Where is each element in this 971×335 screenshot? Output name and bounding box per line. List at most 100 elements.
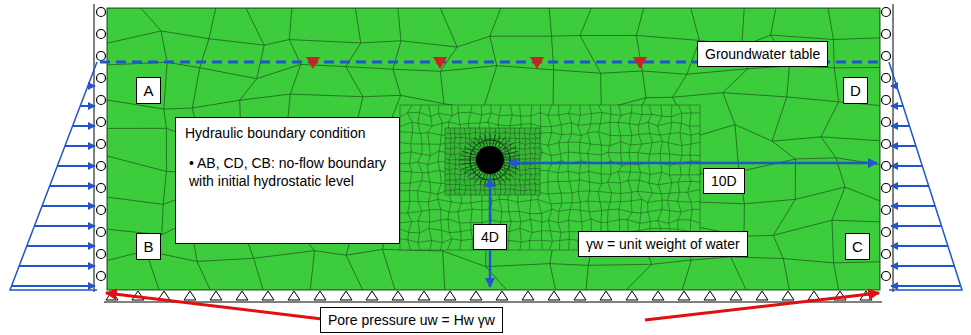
mesh-line	[445, 189, 540, 191]
mesh-line	[502, 167, 516, 173]
mesh-line	[400, 219, 700, 223]
mesh-line	[464, 147, 478, 153]
roller-support	[882, 140, 891, 149]
box-text: Hydraulic boundary condition	[185, 124, 390, 142]
roller-support	[882, 250, 891, 259]
mesh-line	[107, 249, 880, 266]
mesh-line	[471, 171, 481, 180]
box-text: A	[143, 82, 154, 99]
mesh-line	[618, 105, 623, 250]
roller-support	[882, 96, 891, 105]
box-text: D	[850, 82, 861, 99]
roller-support	[97, 8, 106, 17]
mesh-line	[459, 128, 461, 195]
mesh-line	[504, 160, 520, 161]
pin-support	[548, 291, 560, 300]
mesh-line	[438, 105, 443, 250]
mesh-line	[514, 128, 516, 195]
mesh-line	[454, 128, 456, 195]
mesh-line	[529, 128, 531, 195]
corner-label: C	[845, 233, 870, 260]
mesh-line	[400, 112, 700, 116]
box-text: C	[852, 238, 863, 255]
pressure-arrow	[891, 105, 903, 107]
mesh-line	[700, 105, 701, 250]
pin-support	[314, 291, 326, 300]
support-line	[893, 4, 894, 292]
box-body: • AB, CD, CB: no-flow boundary with init…	[185, 154, 390, 190]
mesh-zone	[400, 105, 700, 250]
water-table-label: Groundwater table	[697, 41, 828, 67]
mesh-line	[658, 105, 663, 250]
mesh-line	[460, 162, 476, 164]
pressure-arrow	[891, 165, 922, 167]
mesh-line	[107, 8, 880, 9]
mesh-line	[628, 105, 632, 250]
pin-support	[704, 291, 716, 300]
roller-support	[97, 118, 106, 127]
pin-support	[184, 291, 196, 300]
pressure-arrow	[891, 145, 916, 147]
water-table-markers	[306, 57, 647, 69]
mesh-lines	[107, 8, 880, 290]
support-line	[94, 4, 95, 292]
mesh-line	[418, 105, 423, 250]
mesh-line	[880, 8, 881, 290]
mesh-line	[688, 105, 693, 250]
mesh-line	[445, 128, 446, 195]
leader-arrow	[645, 293, 879, 320]
pin-support	[652, 291, 664, 300]
pressure-arrow	[891, 245, 948, 247]
roller-support	[882, 162, 891, 171]
box-text: Groundwater table	[705, 46, 820, 62]
pressure-arrow	[42, 205, 95, 207]
corner-label: D	[843, 77, 868, 104]
box-text: 4D	[481, 229, 499, 245]
mesh-line	[445, 142, 540, 144]
dimension-label: 10D	[703, 168, 745, 194]
mesh-line	[445, 137, 540, 139]
pressure-arrow	[891, 265, 954, 267]
pin-support	[470, 291, 482, 300]
corner-label: B	[136, 233, 161, 260]
mesh-line	[524, 128, 525, 195]
pin-support	[626, 291, 638, 300]
mesh-line	[608, 105, 612, 250]
roller-support	[97, 272, 106, 281]
roller-support	[882, 8, 891, 17]
ground-line	[104, 302, 882, 303]
dimension-label: 4D	[473, 224, 507, 250]
pressure-arrow	[12, 285, 95, 287]
mesh-line	[428, 105, 433, 250]
mesh-line	[568, 105, 572, 250]
pressure-arrow	[19, 265, 95, 267]
note-box: γw = unit weight of water	[578, 231, 748, 257]
pressure-arrow	[891, 285, 961, 287]
pressure-arrow	[891, 85, 897, 87]
boundary-supports	[94, 4, 893, 302]
roller-support	[97, 206, 106, 215]
pressure-arrow	[891, 125, 909, 127]
roller-support	[97, 74, 106, 83]
box-text: B	[143, 238, 154, 255]
pin-support	[418, 291, 430, 300]
pin-support	[756, 291, 768, 300]
mesh-line	[107, 8, 108, 290]
pin-support	[210, 291, 222, 300]
mesh-line	[540, 128, 541, 195]
mesh-line	[548, 105, 553, 250]
box-text: γw = unit weight of water	[586, 236, 740, 252]
pin-support	[782, 291, 794, 300]
mesh-line	[499, 171, 509, 180]
pin-support	[236, 291, 248, 300]
roller-support	[97, 184, 106, 193]
roller-support	[882, 74, 891, 83]
mesh-line	[497, 137, 505, 147]
mesh-line	[460, 160, 476, 161]
roller-support	[882, 272, 891, 281]
tunnel-opening	[476, 146, 504, 174]
roller-support	[882, 118, 891, 127]
pressure-arrow	[65, 145, 95, 147]
mesh-line	[668, 105, 673, 250]
mesh-line	[534, 128, 536, 195]
